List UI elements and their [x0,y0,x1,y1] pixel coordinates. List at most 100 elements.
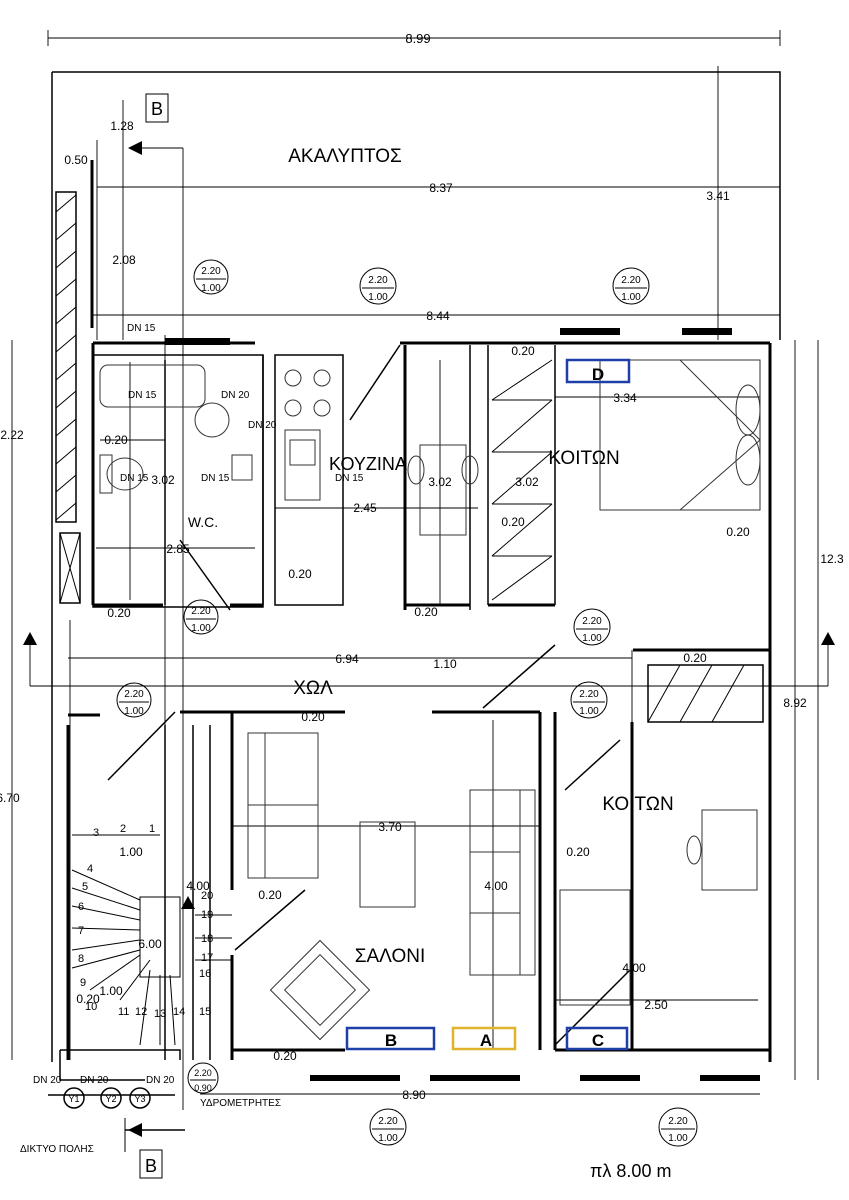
svg-text:2.20: 2.20 [579,689,599,700]
stair-number: 19 [201,909,213,921]
marker-b-box[interactable] [345,1026,436,1051]
svg-text:1.00: 1.00 [582,633,602,644]
stair-number: 9 [80,977,86,989]
stair-number: 14 [173,1006,185,1018]
section-box-top [145,93,169,123]
dim-label: 0.20 [76,992,100,1006]
dim-label: 0.20 [726,525,750,539]
dim-label: 0.20 [258,888,282,902]
window-symbol: 2.20 1.00 [116,682,152,718]
meter-group: Y1 Y2 Y3 [63,1087,151,1109]
window-symbol: 2.20 1.00 [612,267,650,305]
dim-label: 4.00 [484,879,508,893]
dim-label: 8.37 [429,181,453,195]
svg-text:1.00: 1.00 [621,292,641,303]
meters-label: ΥΔΡΟΜΕΤΡΗΤΕΣ [200,1098,281,1109]
dimension-labels: 8.99 8.37 3.41 8.44 1.28 0.50 2.08 12.3 … [0,31,844,1102]
dim-label: 0.20 [501,515,525,529]
marker-c-label: C [592,1031,604,1050]
dim-label: 0.50 [64,153,88,167]
svg-text:2.20: 2.20 [201,266,221,277]
marker-b-label: B [385,1031,397,1050]
dim-label: 2.22 [0,428,24,442]
svg-text:2.20: 2.20 [194,1068,212,1078]
wardrobe-top [491,359,553,601]
marker-c-box[interactable] [565,1026,629,1051]
window-symbol: 2.20 1.00 [658,1107,698,1147]
dim-label: 2.50 [644,998,668,1012]
stair-numbers: 1 2 3 4 5 6 7 8 9 10 11 12 13 14 15 16 1… [78,823,213,1020]
stair-number: 17 [201,952,213,964]
marker-d-label: D [592,365,604,384]
dim-label: 1.10 [433,657,457,671]
stair-number: 6 [78,901,84,913]
dim-label: 8.99 [405,31,430,46]
dim-label: 6.94 [335,652,359,666]
marker-d-box[interactable] [565,358,631,384]
stair-number: 2 [120,823,126,835]
fixtures [99,359,761,1041]
stair-number: 12 [135,1006,147,1018]
pipe-label: DN 20 [80,1075,109,1086]
room-label-hall: ΧΩΛ [293,678,333,699]
dim-label: 0.20 [566,845,590,859]
svg-text:1.00: 1.00 [124,706,144,717]
dim-label: 3.02 [515,475,539,489]
svg-text:1.00: 1.00 [668,1133,688,1144]
svg-text:2.20: 2.20 [668,1116,688,1127]
meter-y1 [63,1087,85,1109]
wall-hatching [55,194,81,604]
dim-label: 3.02 [428,475,452,489]
dim-label: 8.44 [426,309,450,323]
section-label-top: B [151,99,163,119]
dim-label: 3.34 [613,391,637,405]
dim-label: 0.20 [414,605,438,619]
marker-a-box[interactable] [451,1026,517,1051]
dim-label: 1.00 [119,845,143,859]
dim-label: 6.00 [138,937,162,951]
wardrobe-right [647,664,764,723]
meter-y3 [129,1087,151,1109]
pipe-label: DN 20 [146,1075,175,1086]
dim-label: 1.00 [99,984,123,998]
pipe-label: DN 15 [335,473,364,484]
svg-text:2.20: 2.20 [582,616,602,627]
stair-number: 10 [85,1001,97,1013]
window-symbol: 2.20 1.00 [369,1108,407,1146]
pipe-label: DN 20 [221,390,250,401]
pipe-label: DN 20 [248,420,277,431]
stair-number: 13 [154,1008,166,1020]
pipe-labels: DN 15 DN 15 DN 20 DN 20 DN 15 DN 15 DN 1… [33,323,364,1086]
dim-label: 3.70 [378,820,402,834]
window-symbol: 2.20 1.00 [573,608,611,646]
meter-y3-label: Y3 [134,1094,145,1104]
room-labels: ΑΚΑΛΥΠΤΟΣ W.C. ΚΟΥΖΙΝΑ ΚΟΙΤΩΝ ΚΟΙΤΩΝ ΧΩΛ… [188,146,674,967]
marker-a-label: A [480,1031,492,1050]
dim-label: 4.00 [186,879,210,893]
stair-number: 16 [199,968,211,980]
meter-y2-label: Y2 [105,1094,116,1104]
dim-label: 4.00 [622,961,646,975]
doors [107,344,631,1046]
dim-label: 3.02 [151,473,175,487]
meter-y2 [100,1087,122,1109]
color-markers: D B A C [345,358,631,1051]
svg-text:2.20: 2.20 [621,275,641,286]
window-symbol: 2.20 1.00 [570,681,608,719]
room-label-wc: W.C. [188,514,218,530]
svg-text:1.00: 1.00 [579,706,599,717]
room-label-kitchen: ΚΟΥΖΙΝΑ [329,454,407,474]
stair-number: 8 [78,953,84,965]
stair-lines [71,834,232,1046]
dim-label: 6.70 [0,791,20,805]
svg-text:0.90: 0.90 [194,1083,212,1093]
dim-label: 0.20 [511,344,535,358]
pipe-label: DN 15 [201,473,230,484]
dim-label: 0.20 [104,433,128,447]
window-symbols: 2.20 1.00 2.20 1.00 2.20 1.00 2.20 1.00 … [116,259,698,1147]
dim-label: 2.85 [166,542,190,556]
svg-text:1.00: 1.00 [368,292,388,303]
arrow-icon [128,1123,142,1137]
dim-label: 0.20 [273,1049,297,1063]
